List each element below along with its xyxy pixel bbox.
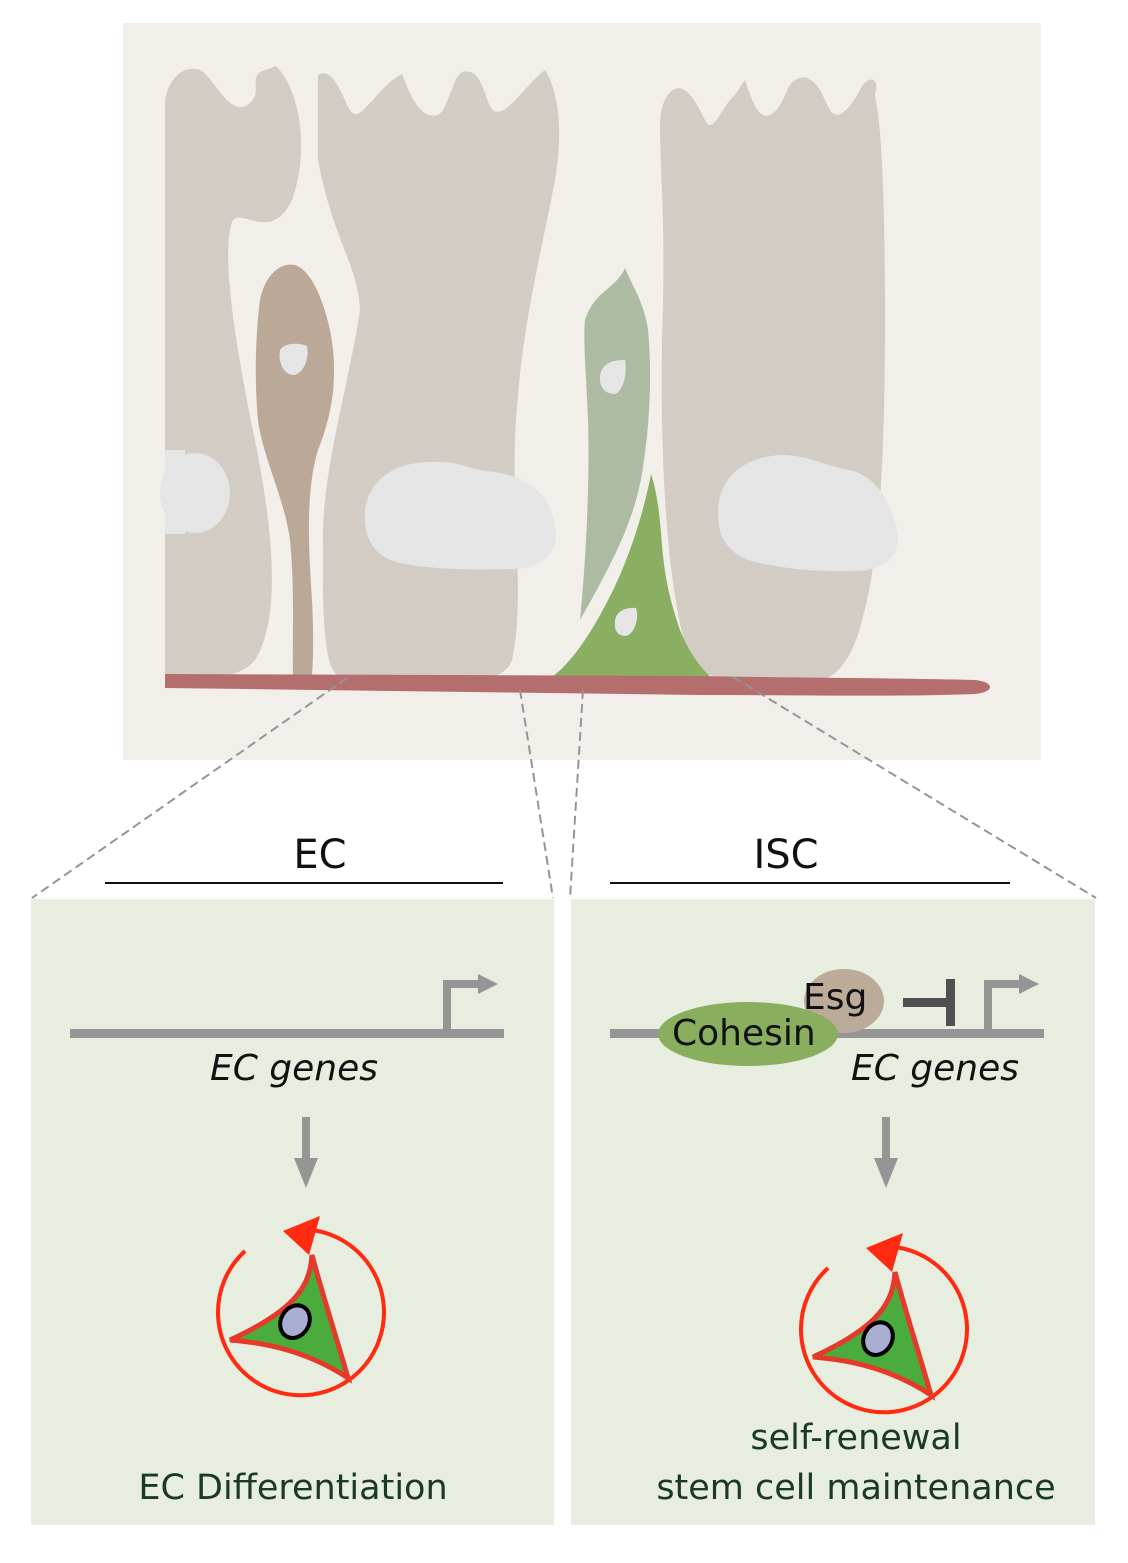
promoter-stem bbox=[443, 980, 451, 1032]
inhibition-line bbox=[903, 998, 951, 1007]
isc-header: ISC bbox=[753, 832, 819, 878]
enteroblast-cell bbox=[580, 268, 651, 620]
cell-cycle-icon bbox=[216, 1216, 386, 1398]
nucleus bbox=[364, 461, 556, 570]
ec-panel bbox=[31, 899, 554, 1525]
ec-gene-label: EC genes bbox=[209, 1048, 379, 1089]
nucleus bbox=[165, 450, 185, 534]
zoom-line bbox=[569, 689, 584, 899]
ec-gene-locus bbox=[70, 974, 504, 1038]
zoom-line bbox=[31, 677, 348, 899]
dna-line bbox=[70, 1029, 504, 1038]
nucleus bbox=[614, 607, 638, 636]
promoter-arrowhead-icon bbox=[478, 974, 498, 994]
cohesin-complex bbox=[658, 1002, 838, 1066]
promoter-arm bbox=[443, 980, 481, 988]
ec-outcome: EC Differentiation bbox=[138, 1468, 448, 1508]
down-arrow-icon bbox=[874, 1117, 898, 1188]
nucleus bbox=[600, 360, 626, 394]
inhibition-bar-icon bbox=[946, 979, 955, 1026]
down-arrow-icon bbox=[294, 1117, 318, 1188]
enteroendocrine-cell bbox=[255, 264, 335, 676]
zoom-line bbox=[732, 676, 1097, 899]
zoom-line bbox=[519, 689, 554, 899]
enterocyte-cell bbox=[660, 77, 885, 682]
intestinal-stem-cell bbox=[553, 474, 712, 678]
zoom-guide-lines bbox=[31, 676, 1097, 899]
cell-cycle-icon bbox=[799, 1233, 969, 1415]
isc-outcome-line2: stem cell maintenance bbox=[656, 1468, 1056, 1508]
promoter-arm bbox=[984, 980, 1022, 988]
nucleus bbox=[279, 343, 308, 375]
cohesin-label: Cohesin bbox=[672, 1013, 816, 1054]
basement-membrane bbox=[165, 674, 990, 696]
isc-gene-locus bbox=[610, 969, 1044, 1066]
ec-header: EC bbox=[293, 832, 347, 878]
nucleus bbox=[718, 455, 898, 572]
esg-label: Esg bbox=[803, 977, 868, 1018]
isc-outcome-line1: self-renewal bbox=[750, 1418, 962, 1458]
isc-gene-label: EC genes bbox=[850, 1048, 1020, 1089]
promoter-arrowhead-icon bbox=[1019, 974, 1039, 994]
promoter-stem bbox=[984, 980, 992, 1032]
tissue-schematic bbox=[123, 23, 1041, 760]
